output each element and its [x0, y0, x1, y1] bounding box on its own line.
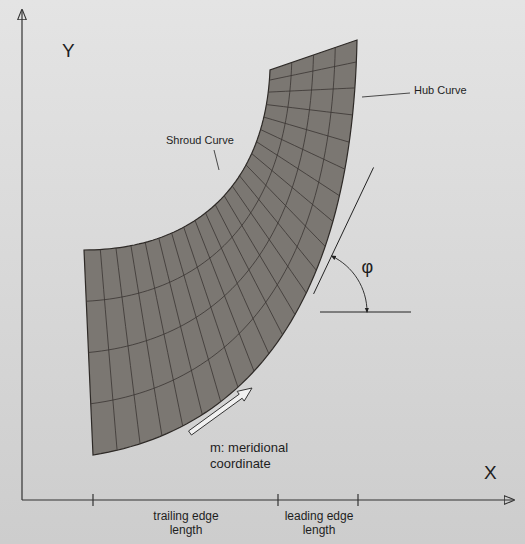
grid-line: [159, 238, 202, 414]
grid-line: [266, 105, 352, 115]
angle-arc: [357, 279, 367, 312]
axes: [22, 10, 514, 506]
grid-line: [100, 250, 117, 451]
grid-line: [264, 117, 349, 142]
axis-label: Y: [62, 40, 75, 63]
grid-line: [256, 142, 339, 196]
grid-line: [240, 176, 317, 271]
grid-line: [261, 130, 345, 170]
grid-line: [184, 227, 238, 387]
grid-line: [215, 205, 282, 335]
grid-line: [206, 213, 269, 354]
dimension-label: leading edge length: [283, 509, 355, 538]
grid-line: [252, 154, 333, 222]
angle-symbol: φ: [361, 257, 373, 279]
grid-line: [89, 55, 314, 353]
grid-line: [268, 88, 355, 92]
direction-arrow: [189, 388, 252, 435]
grid-line: [91, 48, 336, 404]
grid-line: [246, 165, 325, 246]
tangent-line: [314, 167, 374, 293]
axis-note: m: meridional coordinate: [210, 440, 310, 471]
blade-surface: [84, 40, 357, 455]
grid-line: [269, 62, 356, 80]
grid-line: [172, 233, 221, 402]
grid-line: [232, 186, 306, 293]
grid-line: [145, 242, 182, 426]
blade-outline: [84, 40, 357, 455]
grid-line: [116, 248, 140, 444]
grid-line: [224, 196, 295, 315]
grid-line: [86, 63, 292, 302]
angle-arc: [332, 256, 358, 279]
part-label: Shroud Curve: [166, 134, 234, 147]
horizontal-line: [320, 312, 411, 313]
dimension-label: trailing edge length: [150, 509, 222, 538]
axis-label: X: [484, 462, 497, 485]
part-label: Hub Curve: [414, 84, 467, 97]
